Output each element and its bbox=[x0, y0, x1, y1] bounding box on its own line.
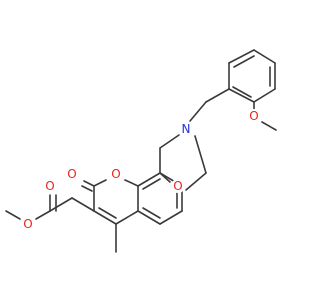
atom-o-lactone-ring: O bbox=[109, 167, 123, 181]
bond bbox=[93, 210, 117, 225]
bond bbox=[228, 88, 255, 103]
bond bbox=[205, 88, 230, 103]
bond bbox=[159, 134, 180, 149]
bond bbox=[83, 180, 95, 187]
bond bbox=[228, 49, 255, 64]
bond bbox=[124, 179, 139, 187]
atom-label: O bbox=[45, 179, 54, 193]
bond bbox=[49, 197, 73, 212]
bond bbox=[261, 121, 277, 131]
atom-o-ester-carbonyl: O bbox=[43, 179, 57, 193]
bond bbox=[159, 210, 183, 225]
atom-n-oxazine: N bbox=[179, 122, 193, 136]
bond bbox=[81, 185, 93, 192]
bond bbox=[5, 210, 21, 220]
atom-label: O bbox=[173, 179, 182, 193]
bond bbox=[232, 86, 252, 98]
atom-labels: O O O O O N O bbox=[21, 109, 261, 231]
atom-o-aryl-methoxy: O bbox=[247, 109, 261, 123]
bond bbox=[115, 210, 139, 225]
atom-label: N bbox=[182, 122, 191, 136]
atom-label: O bbox=[111, 167, 120, 181]
molecule-drawing: O O O O O N O bbox=[5, 49, 277, 253]
atom-o-ester-methoxy: O bbox=[21, 217, 35, 231]
bond bbox=[253, 49, 276, 64]
atom-label: O bbox=[23, 217, 32, 231]
bond bbox=[71, 197, 95, 212]
bond bbox=[194, 135, 207, 174]
bond bbox=[93, 179, 107, 187]
bond bbox=[137, 172, 161, 187]
bond bbox=[185, 172, 207, 191]
bond bbox=[189, 101, 207, 122]
atom-label: O bbox=[249, 109, 258, 123]
bond bbox=[142, 207, 161, 219]
bond bbox=[98, 207, 117, 219]
atom-o-oxazine-ring: O bbox=[171, 179, 185, 193]
bond bbox=[253, 88, 276, 103]
atom-o-lactone-carbonyl: O bbox=[65, 167, 79, 181]
bond bbox=[35, 210, 51, 220]
bond bbox=[142, 178, 161, 190]
bond bbox=[137, 210, 161, 225]
atom-label: O bbox=[67, 167, 76, 181]
bond bbox=[233, 55, 255, 68]
structure-canvas: O O O O O N O bbox=[5, 49, 277, 253]
bond-lines bbox=[5, 49, 277, 253]
